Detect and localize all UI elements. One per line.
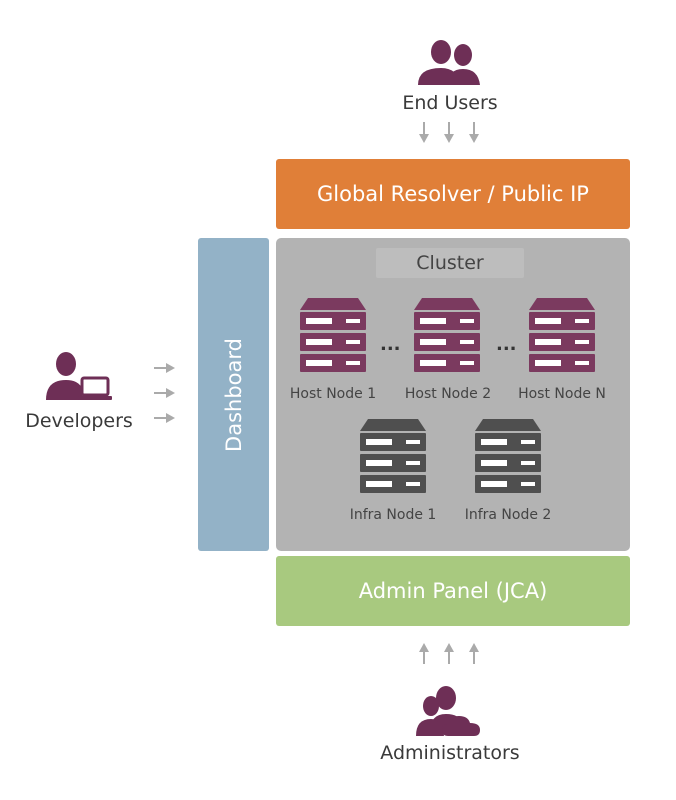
arrows-down-to-resolver: [419, 122, 479, 143]
cluster-box: Cluster ... ... Host Node 1 Host Node 2 …: [276, 238, 630, 551]
cluster-title: Cluster: [376, 248, 524, 278]
end-users-label: End Users: [402, 92, 498, 114]
cluster-title-text: Cluster: [416, 252, 484, 274]
dashboard-bar: Dashboard: [198, 238, 269, 551]
end-users-group: End Users: [380, 38, 520, 118]
infra-node-2-label: Infra Node 2: [464, 507, 552, 523]
host-node-1-icon: [300, 298, 366, 372]
host-node-n-icon: [529, 298, 595, 372]
arrows-right-to-dashboard: [154, 363, 175, 423]
developers-label: Developers: [25, 410, 133, 432]
infra-node-2-icon: [475, 419, 541, 493]
infra-node-1-icon: [360, 419, 426, 493]
host-node-n-label: Host Node N: [518, 386, 606, 402]
admins-cloud-icon: [416, 686, 480, 736]
global-resolver-label: Global Resolver / Public IP: [317, 182, 589, 206]
host-node-1-label: Host Node 1: [289, 386, 377, 402]
arrows-up-to-admin-panel: [419, 643, 479, 664]
developers-group: Developers: [18, 350, 140, 436]
developer-laptop-icon: [46, 352, 112, 400]
users-group-icon: [418, 40, 480, 85]
administrators-group: Administrators: [370, 684, 530, 768]
ellipsis-1: ...: [380, 334, 401, 355]
global-resolver-box: Global Resolver / Public IP: [276, 159, 630, 229]
administrators-label: Administrators: [380, 742, 520, 764]
admin-panel-label: Admin Panel (JCA): [358, 579, 548, 603]
infra-node-1-label: Infra Node 1: [349, 507, 437, 523]
dashboard-label: Dashboard: [221, 337, 246, 452]
host-node-2-icon: [414, 298, 480, 372]
host-node-2-label: Host Node 2: [404, 386, 492, 402]
admin-panel-box: Admin Panel (JCA): [276, 556, 630, 626]
ellipsis-2: ...: [496, 334, 517, 355]
